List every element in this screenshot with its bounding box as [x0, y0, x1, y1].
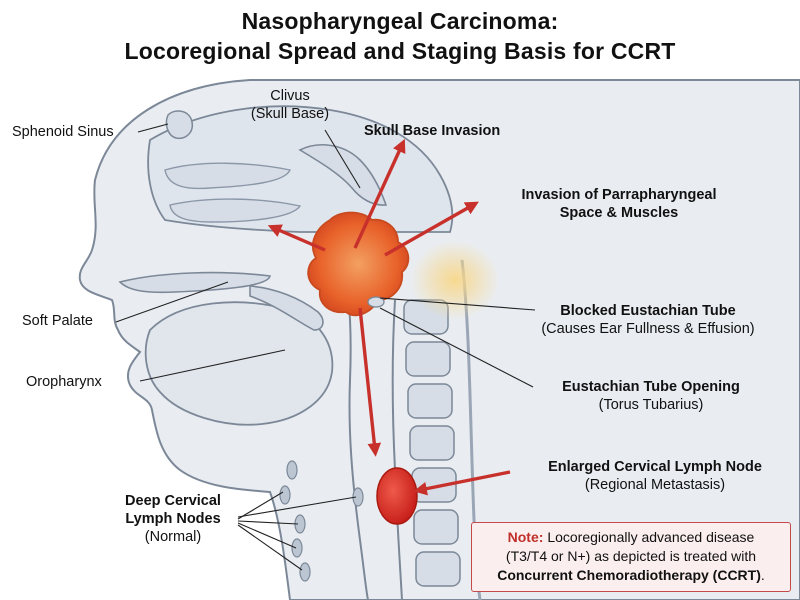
note-text-1: Locoregionally advanced disease: [547, 529, 755, 545]
diagram-title-line2: Locoregional Spread and Staging Basis fo…: [124, 38, 676, 64]
label-parapharyngeal-line1: Invasion of Parrapharyngeal: [521, 187, 717, 203]
label-deep-cervical-nodes: Deep Cervical Lymph Nodes (Normal): [108, 492, 238, 546]
lymph-node-normal: [286, 460, 298, 480]
label-enlarged-node-sub: (Regional Metastasis): [584, 477, 726, 493]
spread-arrows: [267, 138, 511, 496]
label-clivus-text: Clivus: [270, 88, 310, 104]
vertebra-c2: [405, 341, 451, 377]
label-oropharynx: Oropharynx: [26, 374, 102, 390]
ccrt-note-box: Note: Locoregionally advanced disease (T…: [471, 522, 791, 592]
vertebra-c7: [415, 551, 461, 587]
soft-palate: [249, 285, 324, 331]
normal-lymph-nodes: [279, 460, 364, 582]
label-enlarged-lymph-node: Enlarged Cervical Lymph Node (Regional M…: [516, 458, 794, 494]
leader-blocked-et: [379, 297, 536, 311]
label-et-opening-text: Eustachian Tube Opening: [562, 379, 740, 395]
leader-node-3: [237, 522, 297, 549]
label-sphenoid-sinus: Sphenoid Sinus: [12, 124, 114, 140]
note-heading: Note:: [507, 529, 544, 545]
label-enlarged-node-text: Enlarged Cervical Lymph Node: [548, 459, 762, 475]
tongue: [144, 301, 334, 426]
hard-palate: [118, 271, 271, 294]
label-deep-nodes-line1: Deep Cervical: [125, 493, 221, 509]
diagram-title-line1: Nasopharyngeal Carcinoma:: [241, 8, 559, 34]
lymph-node-normal: [291, 538, 303, 558]
leader-et-opening: [379, 307, 534, 388]
arrow-nodal-spread: [358, 307, 382, 457]
arrow-enlarged-node: [413, 470, 511, 496]
label-blocked-et-sub: (Causes Ear Fullness & Effusion): [541, 321, 755, 337]
enlarged-lymph-node: [376, 467, 418, 525]
clivus-bone: [298, 144, 388, 206]
label-blocked-et-text: Blocked Eustachian Tube: [560, 303, 736, 319]
vertebra-c3: [407, 383, 453, 419]
leader-sphenoid: [137, 123, 169, 133]
lymph-node-normal: [279, 485, 291, 505]
label-skull-base-invasion: Skull Base Invasion: [364, 122, 500, 140]
arrow-skull-base: [353, 138, 406, 249]
leader-node-2: [237, 520, 299, 525]
label-et-opening-sub: (Torus Tubarius): [598, 397, 704, 413]
nasal-turbinates: [164, 162, 302, 223]
label-parapharyngeal-line2: Space & Muscles: [559, 205, 679, 221]
cervical-spine: [403, 299, 461, 587]
leader-node-5: [237, 496, 357, 518]
sphenoid-sinus: [165, 110, 194, 140]
arrow-parapharyngeal: [384, 201, 479, 257]
note-end: .: [760, 567, 765, 583]
label-clivus: Clivus (Skull Base): [240, 87, 340, 123]
label-eustachian-opening: Eustachian Tube Opening (Torus Tubarius): [525, 378, 777, 414]
leader-node-1: [237, 491, 284, 520]
eustachian-glow: [410, 240, 500, 320]
eustachian-tube-opening: [367, 296, 385, 308]
vertebra-c4: [409, 425, 455, 461]
label-blocked-eustachian-tube: Blocked Eustachian Tube (Causes Ear Full…: [508, 302, 788, 338]
label-deep-nodes-line2: Lymph Nodes: [125, 511, 221, 527]
note-emphasis: Concurrent Chemoradiotherapy (CCRT): [497, 567, 761, 583]
label-soft-palate: Soft Palate: [22, 313, 93, 329]
label-deep-nodes-sub: (Normal): [144, 529, 202, 545]
leader-node-4: [237, 524, 303, 571]
leader-oropharynx: [139, 349, 286, 382]
arrow-anterior: [267, 224, 326, 252]
leader-soft-palate: [115, 281, 229, 323]
vertebra-c6: [413, 509, 459, 545]
leader-clivus: [324, 129, 361, 189]
leader-lines: [115, 123, 536, 571]
label-clivus-sub: (Skull Base): [250, 106, 330, 122]
label-parapharyngeal: Invasion of Parrapharyngeal Space & Musc…: [474, 186, 764, 222]
lymph-node-normal: [299, 562, 311, 582]
label-skull-base-invasion-text: Skull Base Invasion: [364, 123, 501, 139]
note-text-2: (T3/T4 or N+) as depicted is treated wit…: [505, 548, 757, 564]
